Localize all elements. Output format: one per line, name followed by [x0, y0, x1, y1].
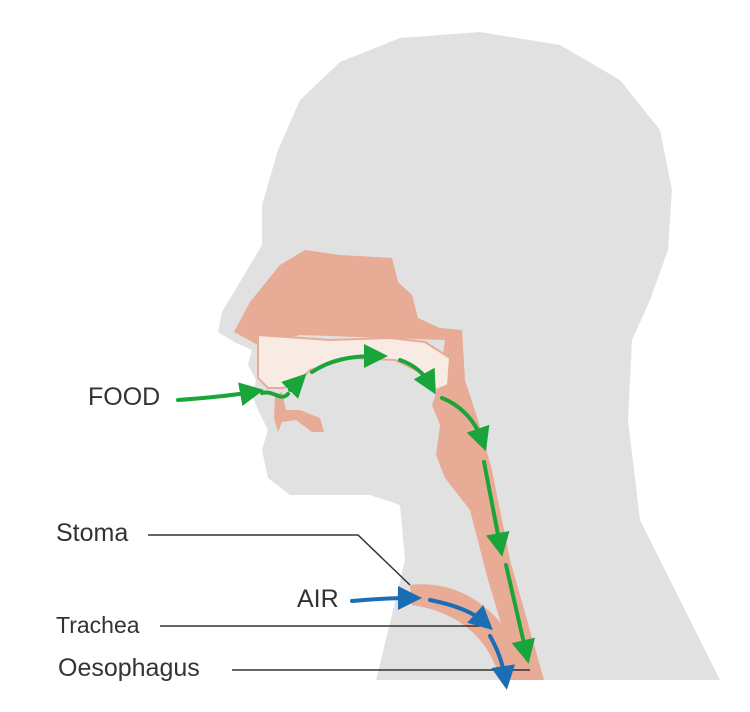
trachea-label: Trachea — [56, 612, 140, 638]
food-label: FOOD — [88, 383, 161, 411]
stoma-leader-line — [148, 534, 411, 586]
tissue-pharynx — [234, 250, 544, 680]
tongue-tissue — [274, 392, 324, 432]
air-label: AIR — [297, 585, 339, 613]
head-silhouette — [218, 32, 720, 680]
food-arrow — [176, 344, 536, 664]
stoma-label: Stoma — [56, 519, 129, 547]
palate — [257, 333, 452, 392]
air-arrow — [350, 586, 516, 690]
oesophagus-label: Oesophagus — [58, 654, 200, 682]
